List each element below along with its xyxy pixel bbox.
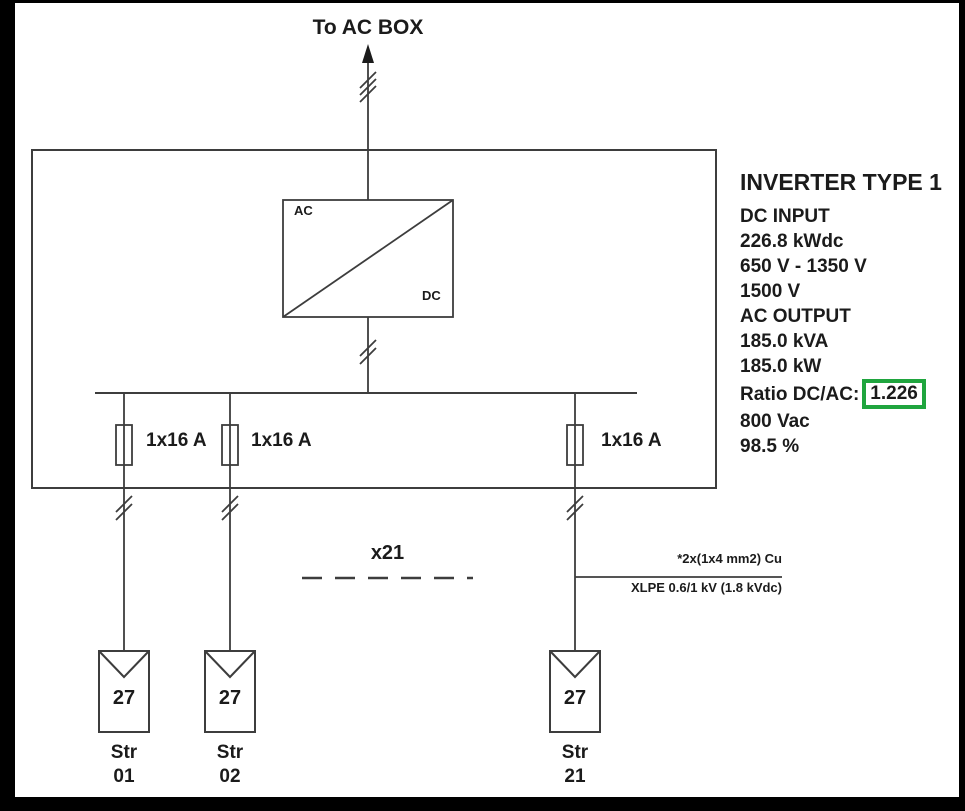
spec-dc-power: 226.8 kWdc [740,231,844,252]
to-ac-box-label: To AC BOX [312,16,424,39]
spec-dc-input-heading: DC INPUT [740,206,830,227]
pv-string-symbol-3 [549,650,601,733]
pv-string-symbol-1 [98,650,150,733]
string-module-count-2: 27 [218,687,242,709]
string-name-2-word: Str [216,742,244,763]
cable-spec-line-2: XLPE 0.6/1 kV (1.8 kVdc) [630,580,782,595]
string-name-1-number: 01 [113,766,135,787]
fuse-rating-label-2: 1x16 A [251,430,312,451]
fuse-symbol-1 [115,424,133,466]
inverter-spec-block: INVERTER TYPE 1 DC INPUT 226.8 kWdc 650 … [740,169,942,459]
inverter-symbol-diagonal [282,199,454,318]
string-name-3: Str 21 [540,741,610,789]
inverter-enclosure-box [31,149,717,489]
fuse-rating-label-1: 1x16 A [146,430,207,451]
string-name-1: Str 01 [89,741,159,789]
string-name-2: Str 02 [195,741,265,789]
fuse-symbol-2 [221,424,239,466]
dc-line-slash-marks [359,339,377,365]
spec-dc-voltage-range: 650 V - 1350 V [740,256,867,277]
fuse-symbol-3 [566,424,584,466]
diagram-canvas [15,3,959,797]
ratio-label: Ratio DC/AC: [740,383,860,405]
string-multiplier-label: x21 [370,542,405,564]
inverter-dc-label: DC [422,288,441,303]
spec-ac-kva: 185.0 kVA [740,331,829,352]
spec-efficiency: 98.5 % [740,436,800,457]
spec-ratio-line: Ratio DC/AC: 1.226 [740,379,942,409]
ratio-value-highlight: 1.226 [862,379,926,409]
string-module-count-1: 27 [112,687,136,709]
pv-string-symbol-2 [204,650,256,733]
arrow-up-icon [362,44,374,63]
inverter-ac-label: AC [294,203,313,218]
fuse-rating-label-3: 1x16 A [601,430,662,451]
feeder-cable-slash-marks [359,71,377,103]
spec-dc-max-voltage: 1500 V [740,281,801,302]
string-cable-slash-marks [115,495,584,521]
spec-ac-kw: 185.0 kW [740,356,822,377]
inverter-spec-title: INVERTER TYPE 1 [740,169,942,195]
spec-ac-output-heading: AC OUTPUT [740,306,851,327]
spec-ac-voltage: 800 Vac [740,411,810,432]
string-name-1-word: Str [110,742,138,763]
string-name-2-number: 02 [219,766,241,787]
cable-spec-line-1: *2x(1x4 mm2) Cu [677,551,782,566]
string-module-count-3: 27 [563,687,587,709]
string-name-3-word: Str [561,742,589,763]
string-name-3-number: 21 [564,766,586,787]
